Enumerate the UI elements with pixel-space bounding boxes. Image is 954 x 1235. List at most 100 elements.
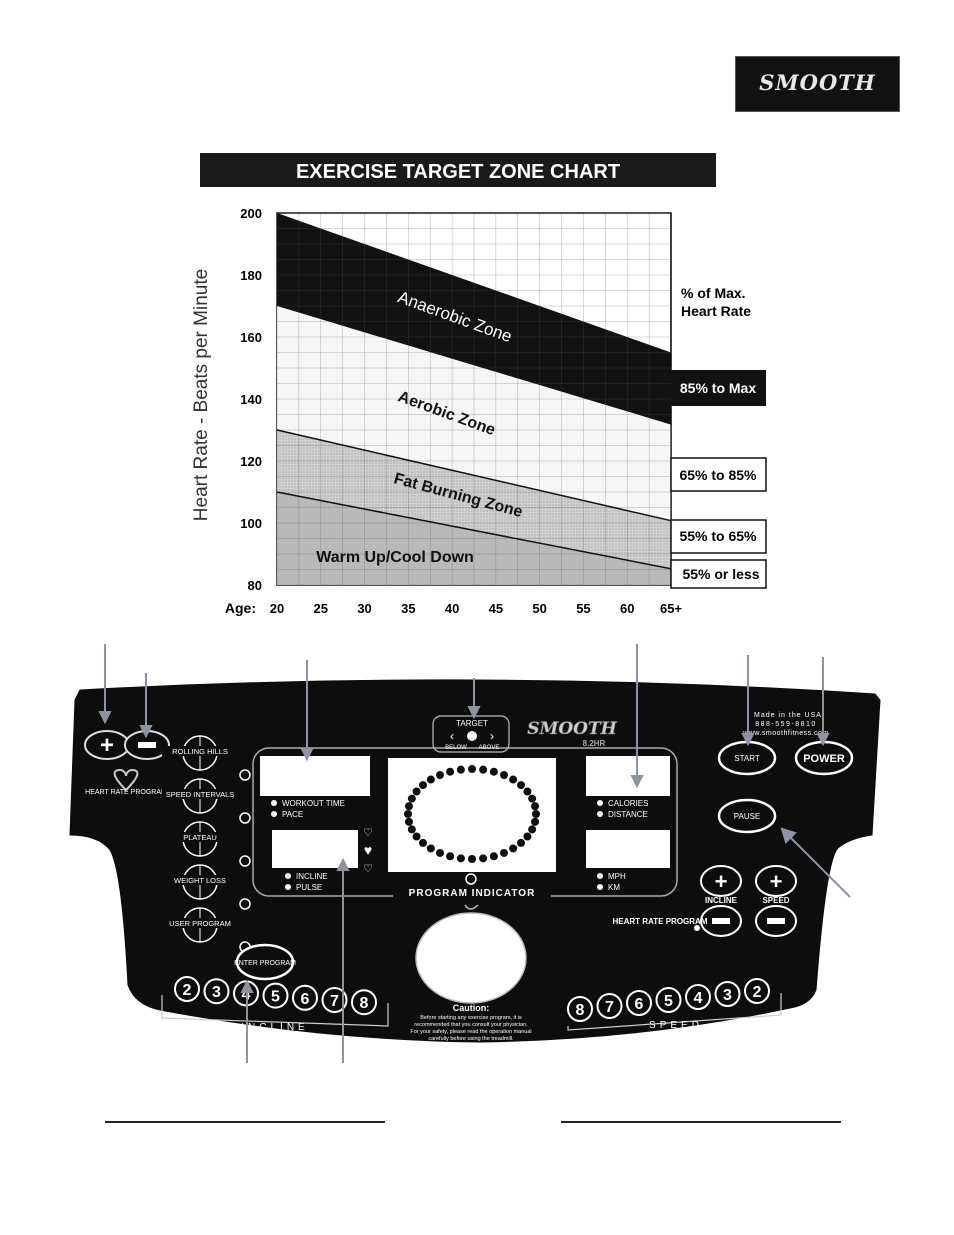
program-button-plateau[interactable]: PLATEAU bbox=[162, 821, 240, 857]
pct-box-warmup bbox=[670, 559, 767, 589]
preset-key-ring bbox=[174, 976, 200, 1002]
pulse-led bbox=[285, 884, 291, 890]
preset-key-ring bbox=[655, 987, 682, 1013]
dot-led bbox=[531, 817, 540, 826]
dot-led bbox=[456, 765, 465, 774]
calories-led bbox=[597, 800, 603, 806]
program-button-speed-intervals[interactable]: SPEED INTERVALS bbox=[162, 778, 240, 814]
program-led bbox=[239, 769, 251, 781]
program-button-label: USER PROGRAM bbox=[169, 919, 231, 928]
speed-up-button[interactable]: + bbox=[755, 865, 797, 897]
preset-key-ring bbox=[714, 981, 741, 1007]
program-label-bg bbox=[162, 875, 240, 885]
incline-preset-3[interactable]: 3 bbox=[203, 978, 230, 1005]
pct-label-anaerobic: 85% to Max bbox=[680, 380, 756, 396]
dot-led bbox=[517, 781, 526, 790]
pct-label-warmup: 55% or less bbox=[682, 566, 759, 582]
arrowhead-icon bbox=[98, 711, 112, 725]
pct-label-aerobic: 65% to 85% bbox=[679, 467, 757, 483]
center-oval-window bbox=[415, 912, 527, 1004]
pct-label-fatburning: 55% to 65% bbox=[679, 528, 757, 544]
workout-time-led bbox=[271, 800, 277, 806]
chart-grid bbox=[276, 212, 672, 586]
speed-keys-label: SPEED bbox=[762, 896, 789, 905]
power-button[interactable]: POWER bbox=[794, 740, 854, 776]
caution-title: Caution: bbox=[453, 1003, 490, 1013]
y-tick-label: 200 bbox=[240, 206, 262, 221]
pct-box-fatburning bbox=[670, 519, 767, 554]
incline-down-button[interactable] bbox=[700, 905, 742, 937]
arrowhead-icon bbox=[630, 775, 644, 789]
preset-key-ring bbox=[321, 987, 348, 1013]
mph-label: MPH bbox=[608, 872, 626, 881]
arrowhead-icon bbox=[741, 733, 755, 747]
start-button[interactable]: START bbox=[717, 740, 777, 776]
dot-led bbox=[517, 838, 526, 847]
dot-led bbox=[528, 794, 537, 803]
program-button-weight-loss[interactable]: WEIGHT LOSS bbox=[162, 864, 240, 900]
pause-button[interactable]: PAUSE bbox=[717, 798, 777, 834]
target-label: TARGET bbox=[456, 719, 488, 728]
enter-program-button[interactable]: ENTER PROGRAM bbox=[234, 943, 296, 981]
speed-preset-3[interactable]: 3 bbox=[714, 981, 741, 1007]
incline-preset-5[interactable]: 5 bbox=[262, 982, 289, 1009]
incline-preset-7[interactable]: 7 bbox=[321, 987, 348, 1013]
arrowhead-icon bbox=[336, 857, 350, 871]
dot-led bbox=[479, 765, 488, 774]
program-button-rolling-hills[interactable]: ROLLING HILLS bbox=[162, 735, 240, 771]
smooth-logo: SMOOTH bbox=[735, 56, 900, 112]
y-tick-label: 160 bbox=[240, 330, 262, 345]
incline-strip-frame bbox=[161, 995, 389, 1027]
arrowhead-icon bbox=[240, 979, 254, 993]
dot-led bbox=[509, 775, 518, 784]
speed-down-button[interactable] bbox=[755, 905, 797, 937]
connector-curve bbox=[464, 904, 479, 910]
chevron-left-icon: ‹ bbox=[450, 729, 454, 743]
aerobic-boundary-line bbox=[276, 429, 672, 522]
warmup-zone-area bbox=[277, 492, 671, 585]
incline-preset-2[interactable]: 2 bbox=[174, 976, 200, 1002]
dot-led bbox=[418, 838, 427, 847]
fatburning-boundary-line bbox=[276, 491, 672, 570]
hr-plus-button[interactable]: + bbox=[84, 730, 130, 760]
hr-program-led bbox=[694, 925, 700, 931]
power-label: POWER bbox=[803, 753, 845, 765]
speed-strip-frame bbox=[567, 993, 782, 1031]
caution-line-4: carefully before using the treadmill. bbox=[428, 1036, 514, 1042]
plus-icon: + bbox=[100, 732, 114, 759]
speed-preset-8[interactable]: 8 bbox=[567, 996, 593, 1022]
minus-icon bbox=[767, 918, 785, 924]
preset-key-label: 4 bbox=[694, 990, 703, 1007]
distance-led bbox=[597, 811, 603, 817]
chart-title: EXERCISE TARGET ZONE CHART bbox=[296, 161, 620, 183]
incline-preset-6[interactable]: 6 bbox=[292, 984, 318, 1011]
preset-key-label: 7 bbox=[330, 993, 339, 1010]
preset-key-ring bbox=[203, 978, 230, 1005]
speed-preset-2[interactable]: 2 bbox=[744, 978, 770, 1004]
incline-preset-8[interactable]: 8 bbox=[351, 989, 377, 1016]
program-led bbox=[239, 812, 251, 824]
speed-preset-7[interactable]: 7 bbox=[596, 993, 623, 1019]
target-frame bbox=[432, 715, 510, 753]
speed-preset-5[interactable]: 5 bbox=[655, 987, 682, 1013]
dot-led bbox=[523, 787, 532, 796]
pace-led bbox=[271, 811, 277, 817]
dot-led bbox=[500, 848, 508, 857]
dot-led bbox=[489, 852, 498, 861]
y-tick-label: 120 bbox=[240, 454, 262, 469]
speed-preset-6[interactable]: 6 bbox=[626, 990, 652, 1016]
x-tick-label: 50 bbox=[532, 601, 546, 616]
preset-key-label: 6 bbox=[635, 996, 644, 1013]
km-led bbox=[597, 884, 603, 890]
speed-preset-4[interactable]: 4 bbox=[685, 984, 711, 1010]
chevron-right-icon: › bbox=[490, 729, 494, 743]
dot-led bbox=[523, 832, 532, 841]
dot-led bbox=[436, 771, 444, 780]
program-indicator-led bbox=[465, 873, 477, 885]
preset-key-label: 5 bbox=[664, 993, 673, 1010]
arrowhead-icon bbox=[300, 748, 314, 762]
program-button-user-program[interactable]: USER PROGRAM bbox=[162, 907, 240, 943]
incline-led bbox=[285, 873, 291, 879]
incline-up-button[interactable]: + bbox=[700, 865, 742, 897]
